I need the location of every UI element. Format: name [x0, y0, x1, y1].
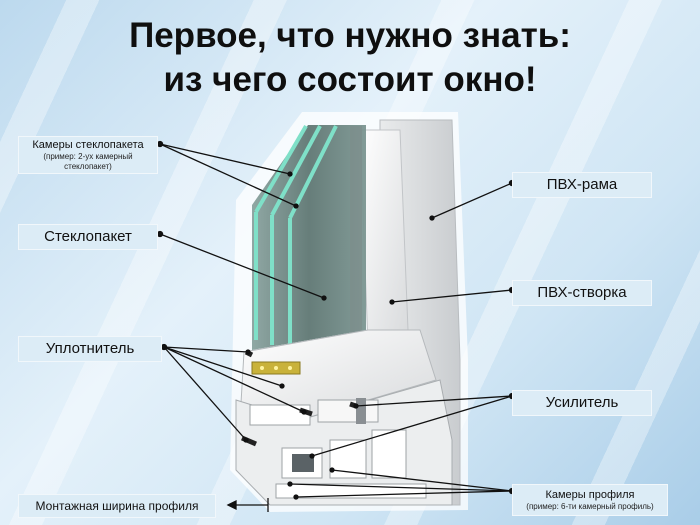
title-line-2: из чего состоит окно! [163, 60, 537, 99]
label-mounting-width: Монтажная ширина профиля [18, 494, 216, 518]
reinforcement-shape [356, 398, 366, 424]
glass-unit-shape [252, 125, 366, 350]
label-pvc-frame: ПВХ-рама [512, 172, 652, 198]
label-seal: Уплотнитель [18, 336, 162, 362]
page-title: Первое, что нужно знать: из чего состоит… [0, 14, 700, 102]
title-line-1: Первое, что нужно знать: [129, 16, 571, 55]
label-glass-unit: Стеклопакет [18, 224, 158, 250]
label-reinforcement: Усилитель [512, 390, 652, 416]
label-profile-chambers: Камеры профиля (пример: 6-ти камерный пр… [512, 484, 668, 516]
label-glass-chambers: Камеры стеклопакета (пример: 2-ух камерн… [18, 136, 158, 174]
label-pvc-sash: ПВХ-створка [512, 280, 652, 306]
pvc-sash-shape [359, 129, 409, 346]
